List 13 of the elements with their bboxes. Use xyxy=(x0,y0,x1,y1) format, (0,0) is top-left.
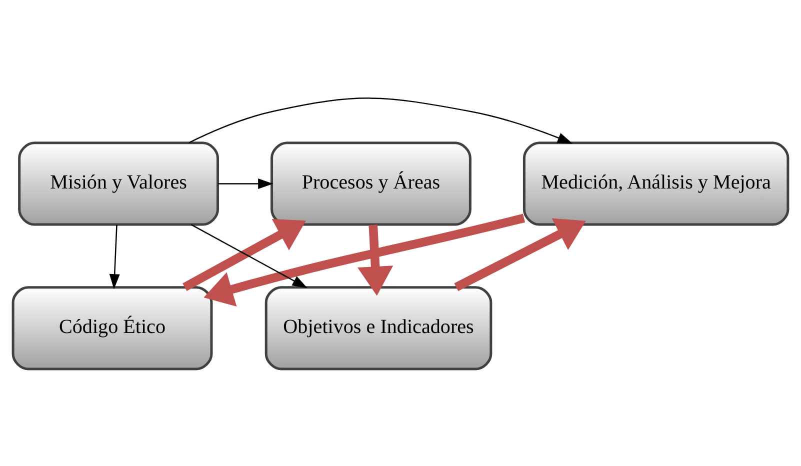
node-box: Código Ético xyxy=(12,286,213,370)
arrow xyxy=(109,224,120,289)
arrow xyxy=(204,213,526,306)
node-box: Medición, Análisis y Mejora xyxy=(522,141,790,226)
arrow xyxy=(182,218,306,291)
node-box: Objetivos e Indicadores xyxy=(264,286,492,370)
arrow xyxy=(454,218,586,291)
arrow xyxy=(357,224,394,296)
node-box: Procesos y Áreas xyxy=(270,141,472,226)
node-box: Misión y Valores xyxy=(18,141,220,226)
arrow xyxy=(188,97,573,144)
arrow xyxy=(191,224,308,288)
arrow xyxy=(218,178,274,188)
